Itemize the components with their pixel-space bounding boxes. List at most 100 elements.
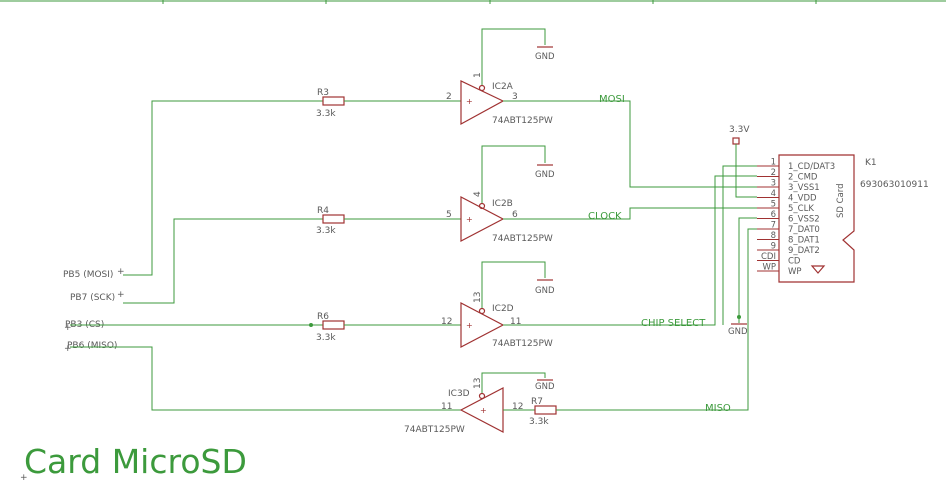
ic2b-part: 74ABT125PW [492,234,553,244]
ic2b-pin-oe: 4 [473,191,483,197]
connector-pin-11-number: WP [762,263,776,273]
ic3d-ref: IC3D [448,389,470,399]
svg-text:+: + [466,215,473,224]
wire-mosi-in [123,100,323,276]
connector-pin-6-number: 6 [771,210,776,220]
ic2d-pin-out: 11 [510,317,521,327]
wire-ic3d-gnd [481,372,546,393]
connector-pin-1-name: 1_CD/DAT3 [788,162,835,172]
connector-pin-2-number: 2 [771,168,776,178]
connector-pin-4-name: 4_VDD [788,194,817,204]
connector-pin-8-number: 8 [771,231,776,241]
wire-dat3 [722,165,757,325]
net-mosi-label: MOSI [599,94,625,105]
r4-ref: R4 [317,206,329,216]
connector-pin-8-name: 8_DAT1 [788,236,820,246]
r7-ref: R7 [531,397,543,407]
connector-pin-3-name: 3_VSS1 [788,183,820,193]
ic2b-oe-bubble [478,202,486,210]
wire-vdd [735,144,757,198]
svg-text:+: + [466,97,473,106]
cs-path: PB3 (CS) + R6 3.3k 12 + IC2D 13 74ABT125… [64,175,757,349]
ic3d-pin-in: 12 [512,402,523,412]
sheet-title: Card MicroSD [24,442,247,481]
svg-text:+: + [466,321,473,330]
mosi-path: PB5 (MOSI) + R3 3.3k 2 + IC2A 1 74ABT125… [63,28,757,280]
connector-pin-3-number: 3 [771,179,776,189]
r3-ref: R3 [317,88,329,98]
wire-ic2b-gnd [481,145,546,203]
wire-sck-in [123,218,323,304]
ic2d-oe-bubble [478,307,486,315]
connector-pin-1-number: 1 [771,158,776,168]
resistor-r6-body [322,320,345,330]
ic3d-part: 74ABT125PW [404,425,465,435]
connector-pin-9-number: 9 [771,242,776,252]
connector-pins: 1 1_CD/DAT3 2 2_CMD 3 3_VSS1 4 4_VDD 5 5_CLK 6 6_VS… [757,158,835,277]
ic2b-pin-out: 6 [512,210,518,220]
pb6-miso-label: PB6 (MISO) [67,341,117,351]
wire-miso-net [556,228,757,411]
connection-cross: + [117,267,125,277]
k1-ref: K1 [865,158,877,168]
connector-pin-5-name: 5_CLK [788,204,814,214]
wire-vss2 [738,217,757,323]
r6-ref: R6 [317,312,329,322]
svg-text:+: + [117,290,125,300]
net-miso-label: MISO [705,403,731,414]
k1-body-label: SD Card [836,183,846,218]
connector-body [778,154,855,283]
connector-pin-4-number: 4 [771,189,776,199]
net-cs-label: CHIP SELECT [641,318,706,329]
gnd-label: GND [535,286,555,296]
connector-pin-10-name: CD [788,257,801,267]
miso-path: PB6 (MISO) + 11 + IC3D 13 74ABT125PW 12 … [64,228,757,435]
gnd-label: GND [728,327,748,337]
wire-cs-net [503,175,757,326]
ic2a-pin-oe: 1 [473,72,483,78]
ic2a-ref: IC2A [492,82,514,92]
ic2a-pin-in: 2 [446,92,452,102]
wire-miso-out [70,346,461,411]
resistor-r7-body [534,405,557,415]
r3-value: 3.3k [316,109,336,119]
svg-text:+: + [480,406,487,415]
net-clock-label: CLOCK [588,211,622,222]
junction-dot [309,323,313,327]
gnd-label: GND [535,170,555,180]
connector-pin-11-name: WP [788,267,802,277]
wire-clock-net [503,207,757,220]
connector-pin-7-name: 7_DAT0 [788,225,820,235]
ic2d-pin-oe: 13 [473,292,483,303]
ic2a-oe-bubble [478,84,486,92]
connector-pin-9-name: 9_DAT2 [788,246,820,256]
vcc-symbol [732,137,740,145]
connector-marker [810,265,826,274]
connector-pin-5-number: 5 [771,200,776,210]
wire-ic2d-gnd [481,261,546,308]
svg-text:+: + [64,344,72,354]
pb7-sck-label: PB7 (SCK) [70,293,115,303]
connector-power: 3.3V GND [722,125,757,337]
ic2b-ref: IC2B [492,199,513,209]
gnd-label: GND [535,382,555,392]
svg-text:+: + [20,473,28,483]
ic2d-pin-in: 12 [441,317,452,327]
connector-pin-2-name: 2_CMD [788,173,818,183]
ic3d-oe-bubble [478,392,486,400]
gnd-label: GND [535,52,555,62]
ic3d-pin-out: 11 [441,402,452,412]
ic3d-pin-oe: 13 [473,378,483,389]
ic2a-part: 74ABT125PW [492,116,553,126]
connector-pin-6-name: 6_VSS2 [788,215,820,225]
ic2d-ref: IC2D [492,304,514,314]
r6-value: 3.3k [316,333,336,343]
connector-pin-10-number: CDI [761,252,776,262]
wire-ic2a-gnd [481,28,546,85]
svg-text:+: + [64,323,72,333]
resistor-r3-body [322,96,345,106]
sd-card-connector: K1 693063010911 SD Card [778,154,929,283]
ic2b-pin-in: 5 [446,210,452,220]
